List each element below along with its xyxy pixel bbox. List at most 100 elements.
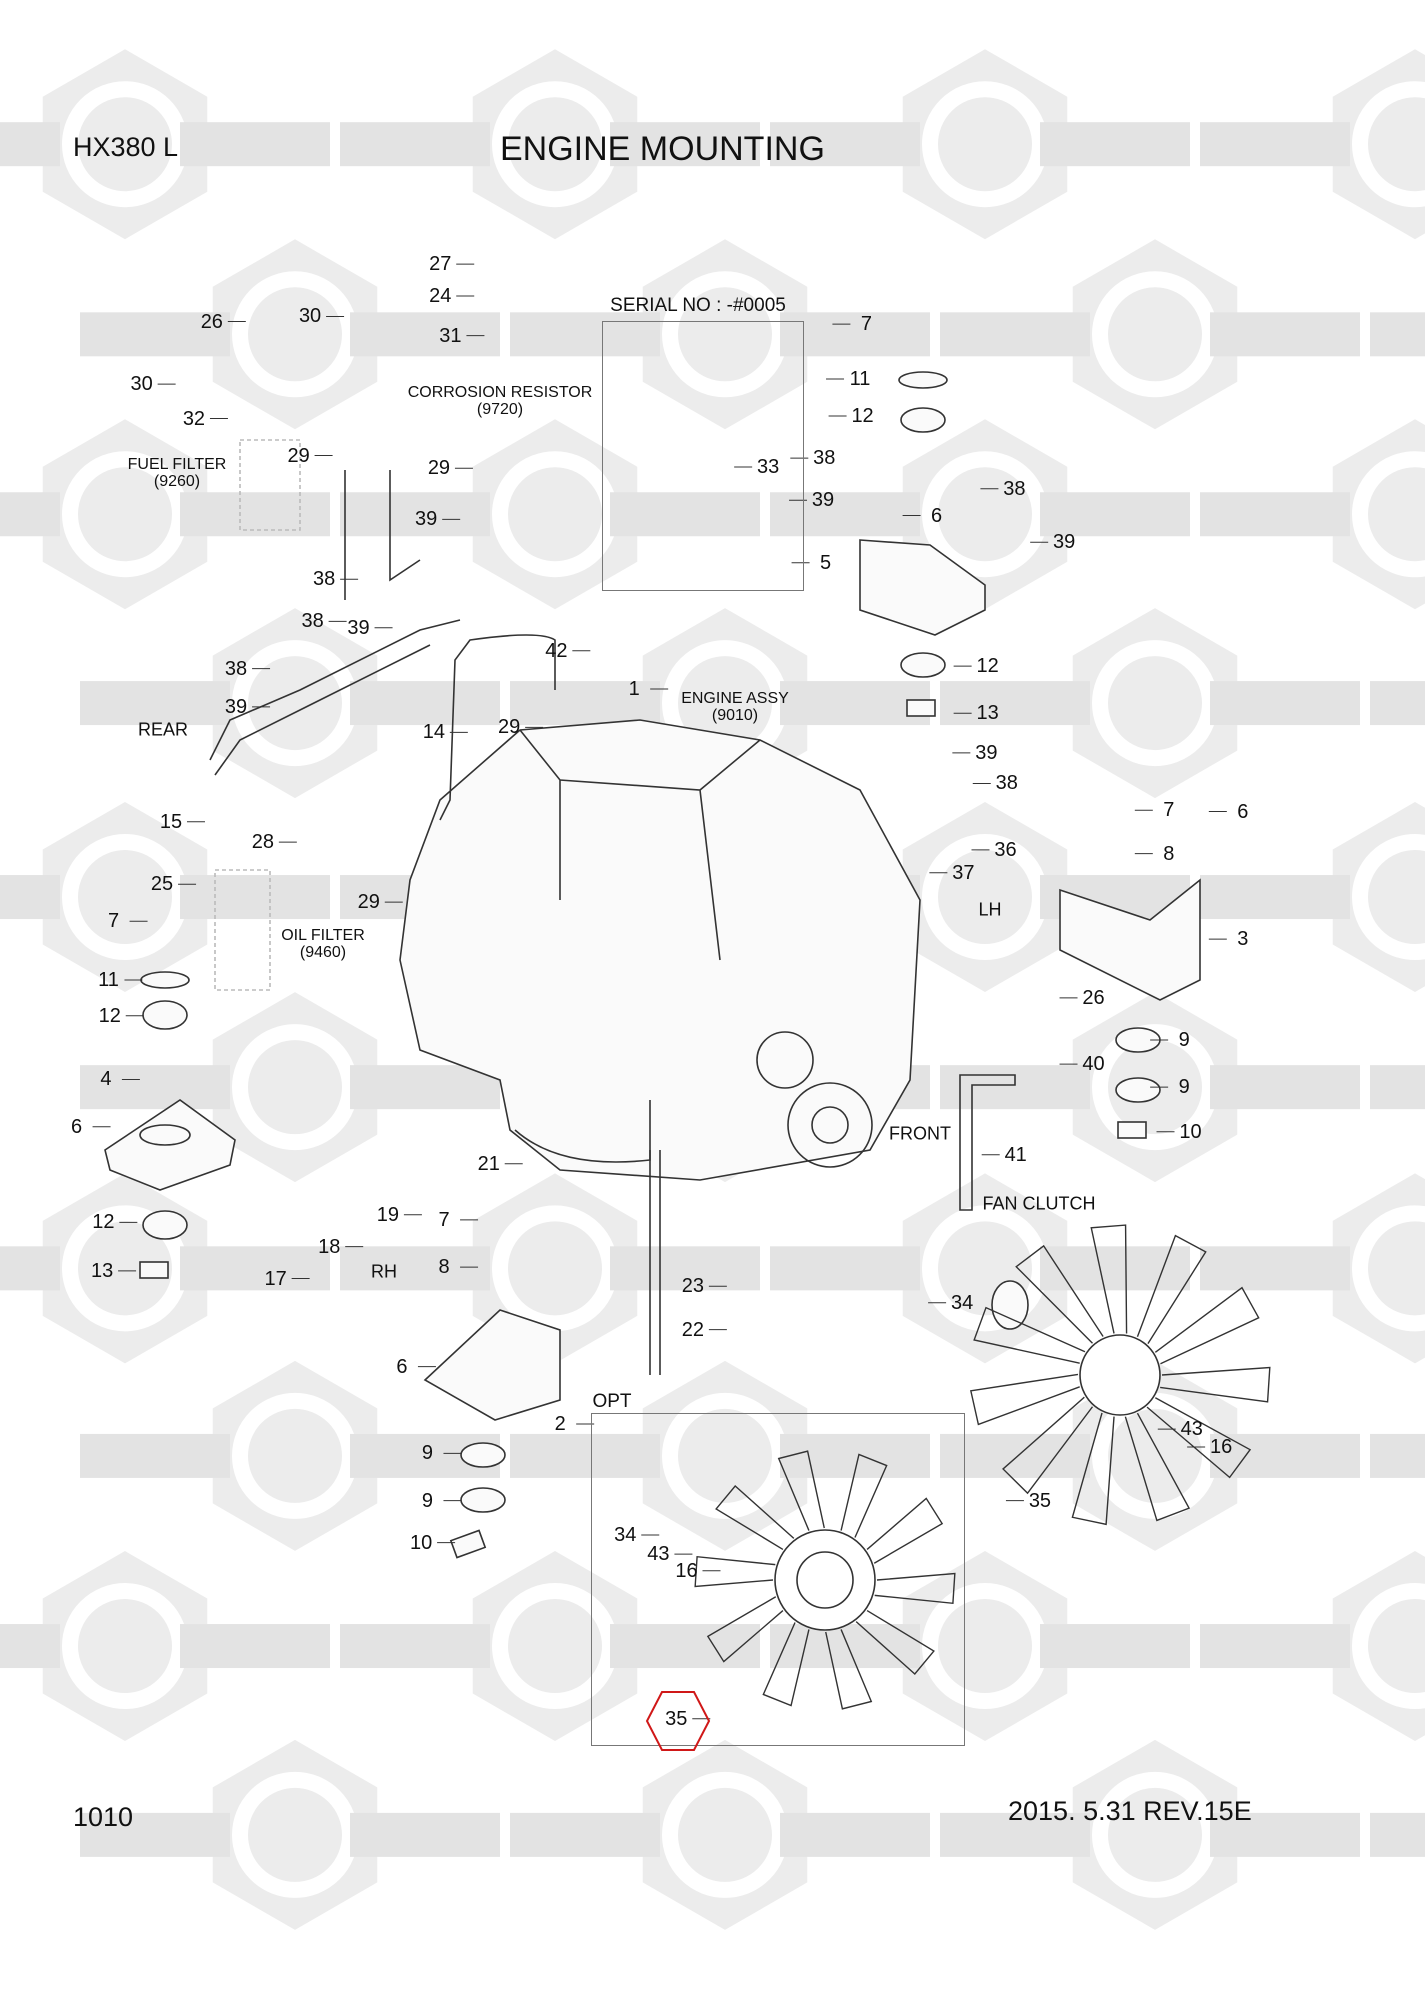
watermark-band bbox=[940, 312, 1090, 357]
callout-10: 10 bbox=[409, 1531, 433, 1554]
callout-39: 39 bbox=[975, 741, 998, 764]
watermark-band bbox=[0, 875, 60, 920]
watermark-ring bbox=[1352, 1583, 1425, 1710]
callout-28: 28 bbox=[251, 831, 274, 854]
callout-17: 17 bbox=[264, 1267, 287, 1290]
callout-29: 29 bbox=[357, 891, 380, 914]
fan-blade bbox=[969, 1373, 1080, 1426]
watermark-band bbox=[350, 681, 500, 726]
callout-39: 39 bbox=[224, 695, 248, 718]
callout-12: 12 bbox=[98, 1004, 121, 1027]
pipe-42 bbox=[439, 634, 556, 821]
fan-35-opt bbox=[774, 1529, 876, 1631]
callout-4: 4 bbox=[100, 1068, 112, 1091]
watermark-band bbox=[510, 681, 660, 726]
watermark-band bbox=[610, 1624, 760, 1669]
lh-direction-label: LH bbox=[978, 899, 1002, 920]
rear-direction-label: REAR bbox=[137, 719, 189, 740]
bracket-2 bbox=[423, 1309, 561, 1421]
callout-26: 26 bbox=[200, 310, 223, 333]
callout-12: 12 bbox=[851, 404, 874, 427]
callout-18: 18 bbox=[318, 1235, 341, 1258]
watermark-band bbox=[780, 312, 930, 357]
watermark-band bbox=[340, 1246, 490, 1291]
watermark-band bbox=[0, 1246, 60, 1291]
fan-blade bbox=[1154, 1286, 1260, 1365]
bracket-5 bbox=[859, 539, 986, 636]
callout-8: 8 bbox=[438, 1256, 450, 1279]
callout-12: 12 bbox=[92, 1211, 115, 1234]
watermark-ring bbox=[1352, 81, 1425, 208]
callout-30: 30 bbox=[298, 305, 322, 328]
callout-33: 33 bbox=[757, 456, 780, 479]
watermark-band bbox=[770, 122, 920, 167]
watermark-band bbox=[1370, 681, 1425, 726]
oil-filter-name: OIL FILTER bbox=[281, 927, 365, 945]
fan-blade bbox=[1090, 1224, 1128, 1334]
callout-11: 11 bbox=[849, 367, 871, 390]
callout-32: 32 bbox=[182, 407, 206, 430]
fuel-filter-label: FUEL FILTER(9260) bbox=[127, 456, 227, 491]
callout-9: 9 bbox=[421, 1489, 434, 1512]
callout-23: 23 bbox=[681, 1275, 704, 1298]
callout-3: 3 bbox=[1237, 928, 1249, 951]
watermark-band bbox=[1040, 1624, 1190, 1669]
engine-assy-name: ENGINE ASSY bbox=[681, 690, 789, 708]
callout-29: 29 bbox=[497, 716, 521, 739]
fan-blade bbox=[973, 1306, 1086, 1364]
callout-16: 16 bbox=[675, 1559, 698, 1582]
fuel-filter-code: (9260) bbox=[153, 473, 201, 490]
callout-39: 39 bbox=[811, 489, 835, 512]
callout-38: 38 bbox=[1003, 477, 1026, 500]
watermark-band bbox=[1210, 312, 1360, 357]
callout-22: 22 bbox=[681, 1318, 704, 1341]
watermark-band bbox=[1040, 492, 1190, 537]
fuel-filter-name: FUEL FILTER bbox=[127, 456, 227, 474]
callout-34: 34 bbox=[614, 1524, 637, 1547]
fan-blade bbox=[855, 1609, 935, 1676]
callout-26: 26 bbox=[1082, 986, 1105, 1009]
fan-blade bbox=[706, 1596, 784, 1663]
callout-7: 7 bbox=[438, 1208, 450, 1231]
watermark-band bbox=[1370, 1433, 1425, 1478]
page-number: 1010 bbox=[73, 1802, 134, 1832]
watermark-band bbox=[940, 1065, 1090, 1110]
watermark-band bbox=[80, 1812, 230, 1857]
watermark-band bbox=[1370, 1065, 1425, 1110]
watermark-band bbox=[510, 1812, 660, 1857]
callout-38: 38 bbox=[301, 610, 324, 633]
watermark-band bbox=[80, 681, 230, 726]
engine-assy-code: (9010) bbox=[711, 707, 759, 724]
watermark-ring bbox=[1352, 834, 1425, 961]
watermark-band bbox=[180, 122, 330, 167]
watermark-band bbox=[770, 492, 920, 537]
corrosion-resistor-code: (9720) bbox=[476, 401, 524, 418]
callout-6: 6 bbox=[396, 1355, 408, 1378]
watermark-band bbox=[1370, 1812, 1425, 1857]
watermark-band bbox=[610, 122, 760, 167]
bracket-3 bbox=[1059, 878, 1201, 1001]
callout-39: 39 bbox=[347, 616, 370, 639]
watermark-band bbox=[80, 1065, 230, 1110]
watermark-band bbox=[80, 1433, 230, 1478]
watermark-band bbox=[340, 492, 490, 537]
watermark-band bbox=[1040, 1246, 1190, 1291]
watermark-ring bbox=[1352, 451, 1425, 578]
watermark-band bbox=[610, 1246, 760, 1291]
watermark-band bbox=[180, 492, 330, 537]
callout-38: 38 bbox=[312, 568, 336, 591]
callout-13: 13 bbox=[976, 702, 999, 725]
watermark-band bbox=[340, 1624, 490, 1669]
callout-5: 5 bbox=[820, 551, 832, 574]
callout-14: 14 bbox=[422, 721, 445, 744]
callout-31: 31 bbox=[439, 324, 462, 347]
watermark-band bbox=[0, 122, 60, 167]
callout-40: 40 bbox=[1082, 1053, 1105, 1076]
watermark-band bbox=[0, 1624, 60, 1669]
watermark-band bbox=[940, 1812, 1090, 1857]
fan-blade bbox=[1160, 1366, 1271, 1403]
watermark-band bbox=[1200, 875, 1350, 920]
engine-assembly bbox=[399, 719, 921, 1181]
fan-blade bbox=[874, 1572, 956, 1605]
